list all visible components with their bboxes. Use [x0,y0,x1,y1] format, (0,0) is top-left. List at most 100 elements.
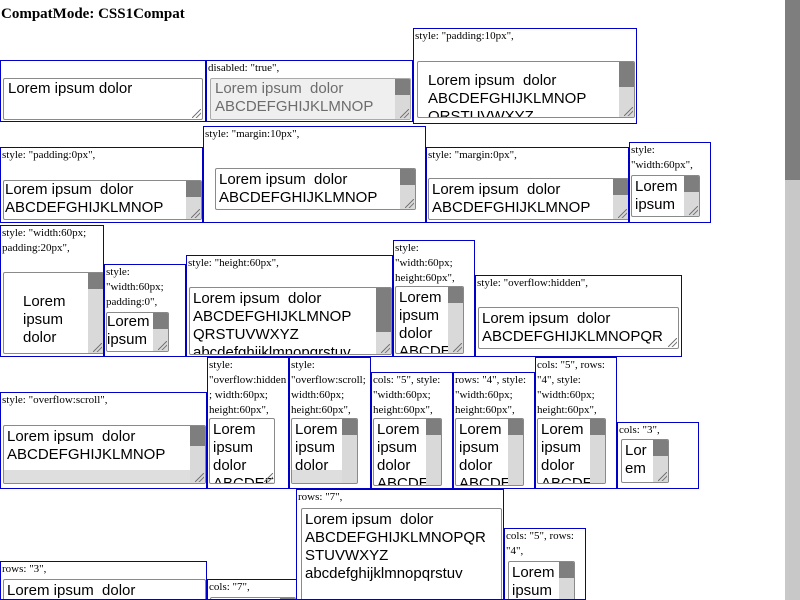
test-box-t18: cols: "5", rows: "4", style: "width:60px… [535,357,617,489]
resize-grip-icon[interactable] [668,338,677,347]
vertical-scrollbar[interactable] [508,419,523,485]
textarea-text: Lorem ipsum dolor ABCDEFGHIJKLMNOP [432,181,591,216]
vertical-scrollbar[interactable] [376,288,391,354]
test-label: rows: "7", [298,491,343,503]
resize-grip-icon[interactable] [191,209,200,218]
textarea[interactable]: Lorem ipsum dolor ABCDEFGHIJKLMNOP [3,425,206,484]
test-label: style: "height:60px", [188,257,279,269]
vertical-scrollbar[interactable] [280,598,295,599]
textarea[interactable] [210,597,296,599]
textarea[interactable]: Lorem ipsum dolor ABCDEFGH [395,286,464,354]
textarea-disabled: Lorem ipsum dolor ABCDEFGHIJKLMNOP [210,78,411,120]
textarea-text: Lorem ipsum dolor [512,564,555,599]
test-box-t11: style: "width:60px; height:60px", Lorem … [393,240,475,357]
textarea[interactable]: Lorem ipsum dolor ABCDEFGH [291,418,358,484]
test-box-t15: style: "overflow:scroll; width:60px; hei… [289,357,371,489]
test-label: style: "overflow:scroll", [2,394,108,406]
textarea[interactable]: Lorem ipsum dolor ABCDEFGH [455,418,524,486]
textarea[interactable]: Lorem ipsum [631,175,700,217]
vertical-scrollbar[interactable] [559,562,574,599]
textarea-text: Lorem ipsum dolor ABCDEFGHIJKLMNOPQR STU… [305,511,486,582]
test-label: cols: "5", rows: "4", style: "width:60px… [537,359,605,416]
textarea-text: Lor em [625,442,647,477]
resize-grip-icon[interactable] [264,473,273,482]
test-label: rows: "4", style: "width:60px; height:60… [455,374,527,416]
vertical-scrollbar[interactable] [448,287,463,353]
test-box-t10: style: "height:60px", Lorem ipsum dolor … [186,255,393,357]
test-label: style: "overflow:hidden", [477,277,589,289]
textarea[interactable]: Lorem ipsum dolor ABCDEFGHIJKLMNOP QRSTU… [189,287,392,355]
test-box-t3: style: "padding:10px", Lorem ipsum dolor… [413,28,637,124]
resize-grip-icon[interactable] [195,473,204,482]
textarea[interactable]: Lor em [621,439,669,483]
textarea[interactable]: Lorem ipsum [106,312,169,352]
textarea[interactable]: Lorem ipsum dolor ABCDEFGH [373,418,442,486]
test-label: cols: "7", [209,581,250,593]
page-vertical-scrollbar[interactable] [785,0,800,600]
resize-grip-icon[interactable] [624,107,633,116]
vertical-scrollbar[interactable] [653,440,668,482]
resize-grip-icon[interactable] [93,343,102,352]
test-box-t19: cols: "3", Lor em [617,422,699,489]
test-box-t20: rows: "7", Lorem ipsum dolor ABCDEFGHIJK… [296,489,504,600]
resize-grip-icon[interactable] [453,343,462,352]
textarea[interactable]: Lorem ipsum dolor ABCDEFGHIJKLMNOP [215,168,416,210]
resize-grip-icon[interactable] [618,209,627,218]
textarea-text: Lorem ipsum dolor ABCDEFGHIJKLMNOP [7,428,166,463]
test-label: style: "overflow:scroll; width:60px; hei… [291,359,366,416]
textarea-text: Lorem ipsum dolor ABCDEFGHIJKLMNOP QRSTU… [428,72,587,118]
textarea[interactable]: Lorem ipsum dolor [508,561,575,599]
textarea-text: Lorem ipsum [635,178,678,213]
vertical-scrollbar[interactable] [190,426,205,483]
textarea[interactable]: Lorem ipsum dolor ABCDEFGH [537,418,606,484]
test-box-t9: style: "width:60px; padding:0", Lorem ip… [104,264,186,357]
textarea[interactable]: Lorem ipsum dolor ABCDEFGHIJKLMNOP [3,180,202,220]
test-label: style: "padding:0px", [2,149,96,161]
test-box-t2: disabled: "true", Lorem ipsum dolor ABCD… [206,60,413,122]
test-box-t5: style: "margin:10px", Lorem ipsum dolor … [203,126,426,223]
test-label: cols: "5", rows: "4", [506,530,574,557]
textarea-text: Lorem ipsum dolor ABCDEFGH [459,421,523,486]
test-box-t23: cols: "7", [207,579,297,600]
textarea[interactable]: Lorem ipsum dolor [3,78,203,120]
textarea[interactable]: Lorem ipsum dolor ABCDEFGHIJKLMNOPQR [478,307,679,349]
test-label: disabled: "true", [208,62,280,74]
vertical-scrollbar[interactable] [426,419,441,485]
resize-grip-icon[interactable] [658,472,667,481]
resize-grip-icon[interactable] [192,109,201,118]
resize-grip-icon[interactable] [689,206,698,215]
textarea[interactable]: Lorem ipsum dolor [3,579,206,599]
textarea[interactable]: Lorem ipsum dolor ABCDEFGHIJKLMNOP [428,178,628,220]
resize-grip-icon [400,109,409,118]
textarea-text: Lorem ipsum dolor ABCDEFGHIJKLMNOP QRSTU… [193,290,352,355]
page-scrollbar-thumb[interactable] [785,0,800,180]
textarea[interactable]: Lorem ipsum dolor ABCDEFGHIJKLMNOP QRSTU… [417,61,635,118]
textarea[interactable]: Lorem ipsum dolor ABCDEFGH [209,418,275,484]
horizontal-scrollbar[interactable] [292,470,342,483]
textarea[interactable]: Lorem ipsum dolor ABCDEFGHIJKLMNOPQR STU… [301,508,502,599]
textarea-text: Lorem ipsum dolor ABCDEFGHIJKLMNOP [215,80,374,115]
textarea-text: Lorem ipsum dolor [7,582,136,599]
test-label: style: "width:60px; height:60px", [395,242,455,284]
textarea-text: Lorem ipsum dolor ABCDEFGHIJKLMNOPQR [482,310,663,345]
resize-grip-icon[interactable] [158,341,167,350]
textarea-text: Lorem ipsum dolor ABCDEFGHIJKLMNOP [5,181,164,216]
textarea-text: Lorem ipsum dolor ABCDEFGH [541,421,605,484]
test-label: style: "margin:10px", [205,128,300,140]
textarea-text: Lorem ipsum dolor [8,80,133,97]
test-box-t16: cols: "5", style: "width:60px; height:60… [371,372,453,489]
vertical-scrollbar[interactable] [342,419,357,483]
vertical-scrollbar[interactable] [88,273,103,353]
test-label: cols: "3", [619,424,660,436]
test-box-t8: style: "width:60px; padding:20px", Lorem… [0,225,104,357]
textarea-text: Lorem ipsum dolor ABCDEFGHIJKLMNOP [219,171,378,206]
resize-grip-icon[interactable] [405,199,414,208]
vertical-scrollbar[interactable] [619,62,634,117]
textarea[interactable]: Lorem ipsum dolor [3,272,103,354]
horizontal-scrollbar[interactable] [4,470,190,483]
textarea-text: Lorem ipsum dolor [23,293,66,346]
test-label: style: "width:60px; padding:0", [106,266,164,308]
resize-grip-icon[interactable] [381,344,390,353]
test-box-t13: style: "overflow:scroll", Lorem ipsum do… [0,392,207,489]
vertical-scrollbar[interactable] [590,419,605,483]
